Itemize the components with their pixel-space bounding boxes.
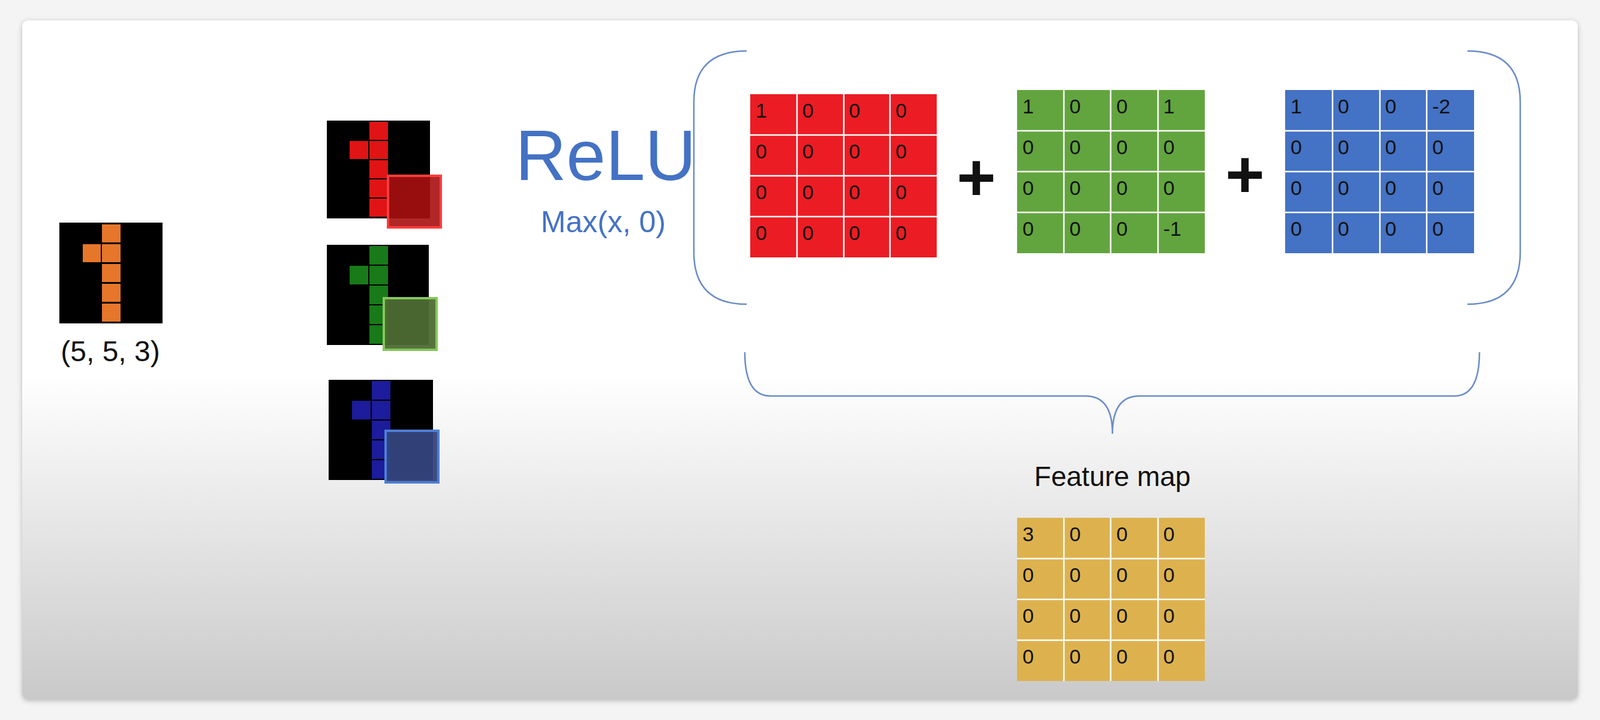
matrix-cell: 0 [1385, 217, 1426, 241]
matrix-cell: 3 [1022, 522, 1063, 546]
matrix-cell: 1 [1163, 94, 1203, 119]
matrix-cell: 0 [1069, 135, 1109, 159]
sum-brace [744, 352, 1480, 434]
matrix-cell: 0 [1069, 603, 1109, 628]
matrix-cell: 0 [1290, 217, 1331, 241]
matrix-cell: 0 [802, 98, 842, 123]
matrix-cell: 0 [849, 139, 889, 164]
matrix-cell: 0 [1432, 176, 1473, 200]
matrix-cell: 0 [755, 180, 796, 204]
matrix-cell: 0 [1022, 135, 1063, 159]
matrix-cell: -1 [1163, 217, 1203, 241]
matrix-cell: 0 [849, 180, 889, 204]
matrix-cell: 0 [1337, 176, 1379, 200]
matrix-cell: 0 [1385, 94, 1426, 119]
matrix-cell: 0 [895, 180, 935, 204]
matrix-cell: 0 [1022, 217, 1063, 241]
matrix-cell: 0 [1069, 176, 1109, 200]
plus-sign: + [1214, 136, 1275, 214]
matrix-cell: 0 [1163, 522, 1203, 546]
matrix-cell: 0 [802, 180, 842, 204]
matrix-cell: 0 [1163, 176, 1203, 200]
matrix-cell: 0 [1163, 603, 1203, 628]
feature-map-matrix [1017, 517, 1205, 681]
matrix-cell: 0 [1116, 603, 1157, 628]
matrix-cell: 1 [1022, 94, 1063, 119]
matrix-cell: 0 [1432, 217, 1473, 241]
matrix-cell: 0 [1069, 644, 1109, 669]
matrix-cell: 0 [1022, 176, 1063, 200]
matrix-cell: 0 [1069, 94, 1109, 119]
matrix-cell: 0 [1069, 563, 1109, 587]
matrix-cell: 0 [1432, 135, 1473, 159]
matrix-cell: 0 [1116, 94, 1157, 119]
matrix-cell: 0 [1116, 563, 1157, 587]
matrix-cell: 0 [1069, 217, 1109, 241]
matrix-cell: 0 [1022, 644, 1063, 669]
matrix-cell: 1 [755, 98, 796, 123]
matrix-cell: 0 [1116, 135, 1157, 159]
green-matrix [1017, 89, 1205, 254]
matrix-cell: 0 [1385, 176, 1426, 200]
matrix-cell: 0 [1022, 563, 1063, 587]
matrix-cell: 0 [895, 98, 935, 123]
matrix-cell: 0 [895, 221, 935, 245]
matrix-cell: 0 [1337, 217, 1379, 241]
matrix-cell: 0 [895, 139, 935, 164]
matrix-cell: 0 [1163, 135, 1203, 159]
matrix-cell: 0 [755, 139, 796, 164]
matrix-cell: 1 [1290, 94, 1331, 119]
matrix-cell: 0 [1337, 135, 1379, 159]
matrix-cell: 0 [802, 139, 842, 164]
red-channel [326, 120, 441, 228]
right-bracket [1467, 50, 1521, 305]
blue-channel [328, 379, 439, 483]
red-matrix [750, 94, 937, 258]
shape-label: (5, 5, 3) [50, 334, 171, 368]
function-name: ReLU [503, 115, 708, 197]
matrix-cell: 0 [1163, 644, 1203, 669]
left-bracket [693, 50, 747, 305]
matrix-cell: 0 [1163, 563, 1203, 587]
slide-frame [22, 20, 1578, 700]
plus-sign: + [946, 139, 1007, 217]
green-channel [326, 244, 437, 350]
output-label: Feature map [980, 460, 1245, 493]
matrix-cell: 0 [849, 98, 889, 123]
blue-matrix [1285, 89, 1475, 254]
matrix-cell: 0 [1116, 522, 1157, 546]
matrix-cell: -2 [1432, 94, 1473, 119]
function-formula: Max(x, 0) [525, 205, 682, 240]
matrix-cell: 0 [1290, 135, 1331, 159]
matrix-cell: 0 [1116, 644, 1157, 669]
matrix-cell: 0 [1116, 176, 1157, 200]
matrix-cell: 0 [1022, 603, 1063, 628]
matrix-cell: 0 [1069, 522, 1109, 546]
matrix-cell: 0 [1337, 94, 1379, 119]
matrix-cell: 0 [849, 221, 889, 245]
matrix-cell: 0 [802, 221, 842, 245]
matrix-cell: 0 [1290, 176, 1331, 200]
matrix-cell: 0 [1385, 135, 1426, 159]
matrix-cell: 0 [1116, 217, 1157, 241]
input-image [59, 222, 163, 324]
matrix-cell: 0 [755, 221, 796, 245]
